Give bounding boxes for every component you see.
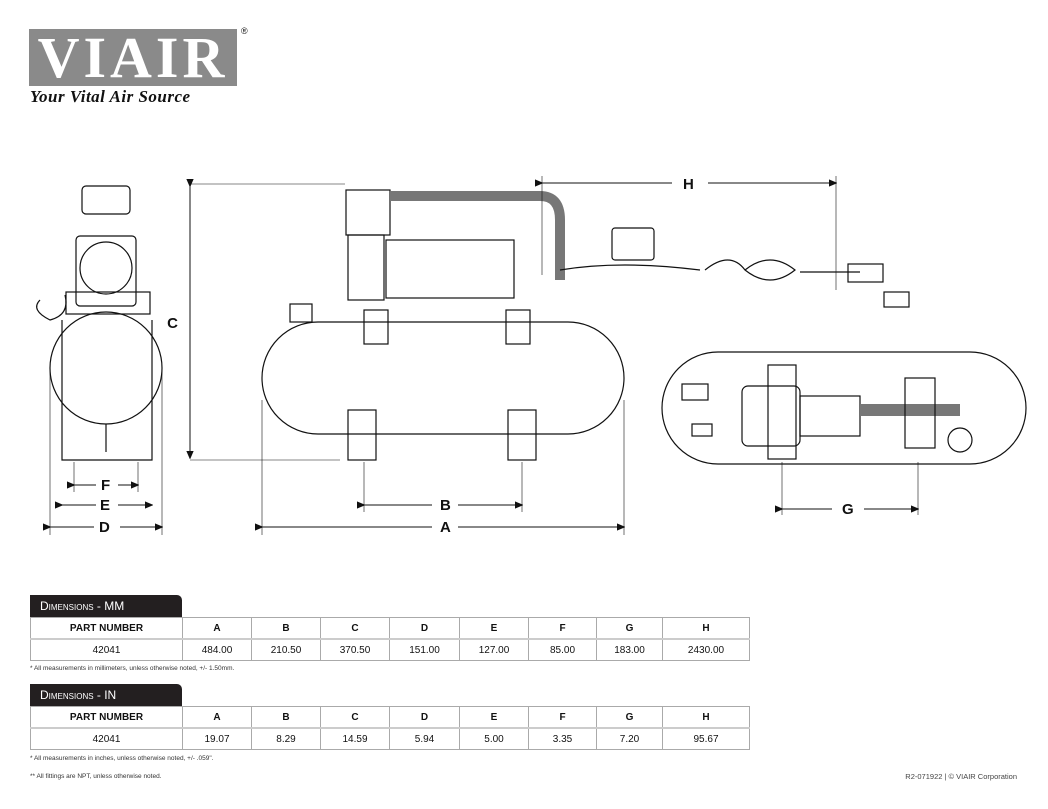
table-title-in: Dimensions - IN	[30, 684, 182, 706]
header-cell: G	[596, 706, 663, 729]
cell: 8.29	[251, 727, 321, 750]
cell: 127.00	[459, 638, 529, 661]
cell: 7.20	[596, 727, 663, 750]
cell: 5.00	[459, 727, 529, 750]
header-cell: H	[662, 706, 750, 729]
tagline: Your Vital Air Source	[30, 87, 191, 106]
header-cell: F	[528, 706, 597, 729]
registered-mark: ®	[241, 26, 248, 36]
header-cell: PART NUMBER	[30, 617, 183, 640]
cell: 183.00	[596, 638, 663, 661]
header-cell: A	[182, 706, 252, 729]
cell: 5.94	[389, 727, 460, 750]
dim-label-f: F	[101, 477, 110, 494]
dim-label-a: A	[440, 519, 451, 536]
header-cell: B	[251, 617, 321, 640]
cell: 19.07	[182, 727, 252, 750]
front-view	[261, 189, 910, 461]
side-view	[36, 185, 163, 461]
cell: 14.59	[320, 727, 390, 750]
fittings-note: ** All fittings are NPT, unless otherwis…	[30, 773, 162, 780]
cell: 42041	[30, 638, 183, 661]
cell: 484.00	[182, 638, 252, 661]
top-view	[661, 351, 1027, 465]
header-cell: C	[320, 617, 390, 640]
dim-label-c: C	[167, 315, 178, 332]
header-cell: E	[459, 617, 529, 640]
cell: 210.50	[251, 638, 321, 661]
cell: 2430.00	[662, 638, 750, 661]
header-cell: C	[320, 706, 390, 729]
header-cell: PART NUMBER	[30, 706, 183, 729]
cell: 85.00	[528, 638, 597, 661]
cell: 42041	[30, 727, 183, 750]
header-cell: D	[389, 706, 460, 729]
dim-label-g: G	[842, 501, 854, 518]
footer-copyright: R2-071922 | © VIAIR Corporation	[905, 772, 1017, 781]
header-cell: F	[528, 617, 597, 640]
cell: 151.00	[389, 638, 460, 661]
cell: 95.67	[662, 727, 750, 750]
dim-label-b: B	[440, 497, 451, 514]
mm-note: * All measurements in millimeters, unles…	[30, 665, 235, 672]
cell: 3.35	[528, 727, 597, 750]
header-cell: D	[389, 617, 460, 640]
header-cell: A	[182, 617, 252, 640]
dim-label-e: E	[100, 497, 110, 514]
viair-logo: VIAIR	[29, 29, 237, 86]
header-cell: E	[459, 706, 529, 729]
dim-label-h: H	[683, 176, 694, 193]
header-cell: G	[596, 617, 663, 640]
in-note: * All measurements in inches, unless oth…	[30, 755, 214, 762]
header-cell: B	[251, 706, 321, 729]
dim-label-d: D	[99, 519, 110, 536]
table-title-mm: Dimensions - MM	[30, 595, 182, 617]
header-cell: H	[662, 617, 750, 640]
dimension-drawing: C H F E D B A G	[36, 176, 1027, 536]
cell: 370.50	[320, 638, 390, 661]
